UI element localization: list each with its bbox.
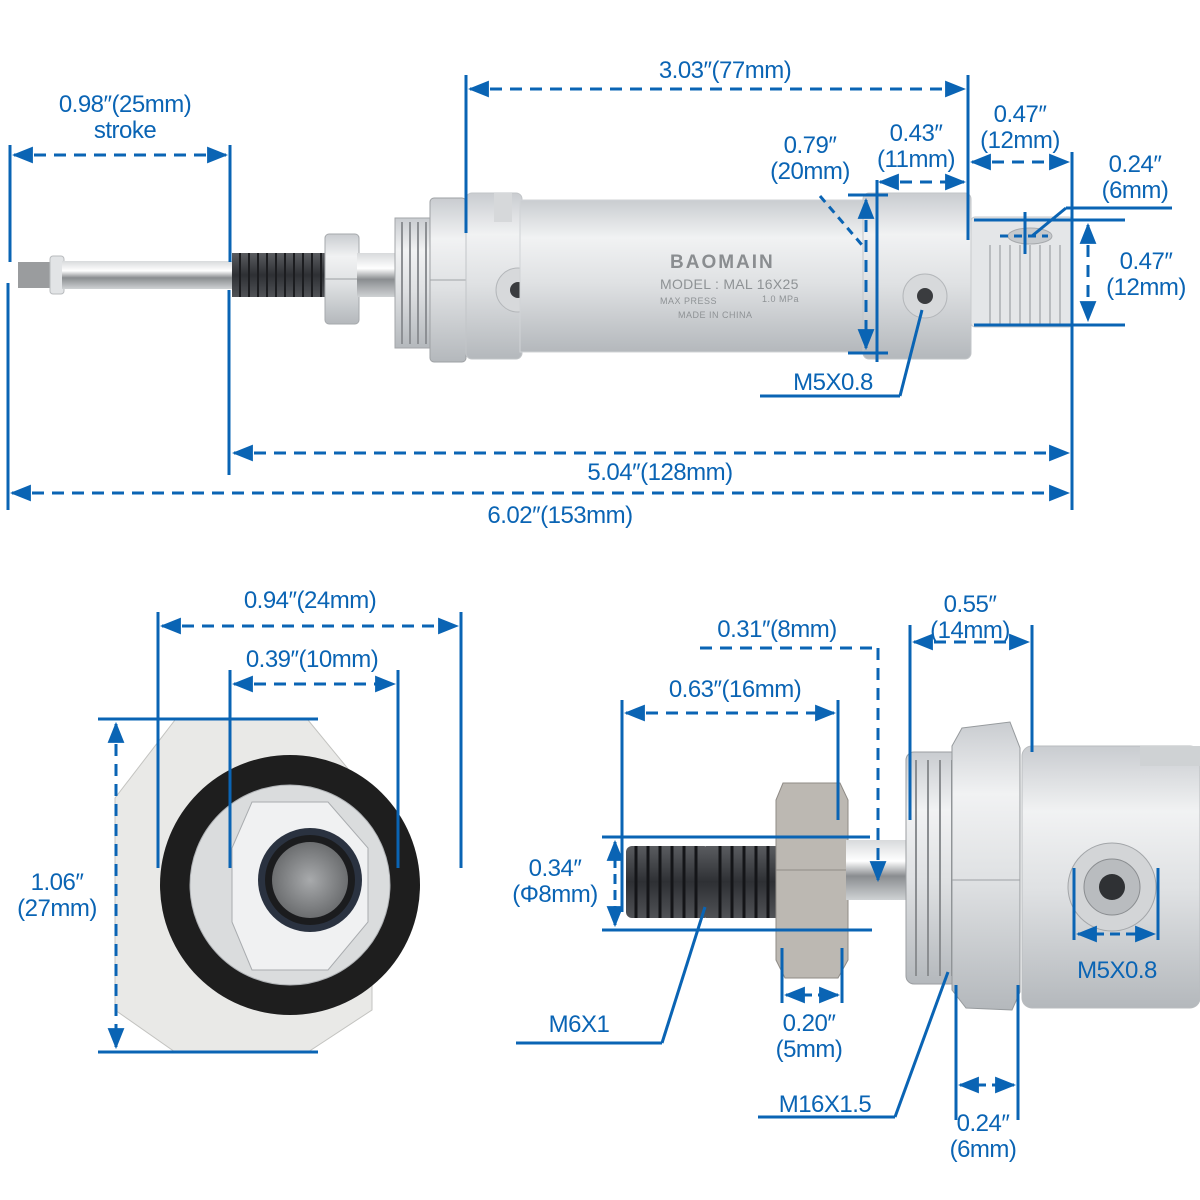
end-inner-label: 0.39″(10mm) xyxy=(222,647,402,673)
rod-thread-spec: M6X1 xyxy=(548,1011,610,1038)
mount-thread-spec: M16X1.5 xyxy=(778,1091,872,1118)
piston-rod xyxy=(62,261,234,289)
max-press-label: MAX PRESS xyxy=(660,296,718,306)
extended-length-label: 6.02″(153mm) xyxy=(460,503,660,529)
rear-thread-diameter-inch: 0.47″ xyxy=(1119,248,1173,275)
origin-marking: MADE IN CHINA xyxy=(678,310,753,320)
rear-hole-mm: (6mm) xyxy=(1101,177,1169,204)
body-diameter-mm: (20mm) xyxy=(770,158,850,185)
stroke-dimension-label: 0.98″(25mm) stroke xyxy=(40,92,210,144)
end-view-dimensions xyxy=(98,612,463,1054)
end-width-label: 0.94″(24mm) xyxy=(215,588,405,614)
jam-nut-thickness-inch: 0.20″ xyxy=(782,1010,836,1037)
jam-nut-thickness-label: 0.20″ (5mm) xyxy=(764,1011,854,1063)
mount-nut-thickness-inch: 0.24″ xyxy=(956,1110,1010,1137)
extended-length-value: 6.02″(153mm) xyxy=(487,502,633,529)
mount-thread xyxy=(394,217,434,349)
rear-thread-length-inch: 0.47″ xyxy=(993,101,1047,128)
side-view-cylinder xyxy=(18,192,1074,363)
rear-thread-length-mm: (12mm) xyxy=(980,127,1060,154)
end-view xyxy=(114,719,420,1053)
rod-diameter-label: 0.34″ (Φ8mm) xyxy=(500,856,610,908)
rod-thread-length-label: 0.63″(16mm) xyxy=(640,677,830,703)
end-view-rod-face xyxy=(272,842,348,918)
stroke-value: 0.98″(25mm) xyxy=(58,91,192,118)
mount-nut-thickness-mm: (6mm) xyxy=(949,1136,1017,1163)
body-diameter-inch: 0.79″ xyxy=(783,132,837,159)
detail-port-hole-icon xyxy=(1099,874,1125,900)
end-inner-value: 0.39″(10mm) xyxy=(245,646,379,673)
detail-view-dimensions xyxy=(516,625,1160,1120)
rod-diameter-inch: 0.34″ xyxy=(528,855,582,882)
mount-nut-thickness-label: 0.24″ (6mm) xyxy=(938,1111,1028,1163)
retracted-length-value: 5.04″(128mm) xyxy=(587,459,733,486)
stroke-caption: stroke xyxy=(93,117,157,144)
rear-hole-inch: 0.24″ xyxy=(1108,151,1162,178)
front-port-label: M5X0.8 xyxy=(1062,958,1172,984)
retracted-length-label: 5.04″(128mm) xyxy=(560,460,760,486)
end-cap-length-inch: 0.43″ xyxy=(889,120,943,147)
rod-to-nut-label: 0.31″(8mm) xyxy=(692,617,862,643)
mount-thread-length-inch: 0.55″ xyxy=(943,591,997,618)
end-cap-length-mm: (11mm) xyxy=(877,146,955,173)
cylinder-barrel xyxy=(519,199,866,353)
side-view-dimensions xyxy=(6,75,1172,510)
mount-thread-label: M16X1.5 xyxy=(760,1092,890,1118)
rod-thread-length-value: 0.63″(16mm) xyxy=(668,676,802,703)
rear-hole-label: 0.24″ (6mm) xyxy=(1090,152,1180,204)
mount-thread-length-mm: (14mm) xyxy=(930,617,1010,644)
rear-thread-diameter-label: 0.47″ (12mm) xyxy=(1096,249,1196,301)
end-cap-length-label: 0.43″ (11mm) xyxy=(868,121,964,173)
end-height-inch: 1.06″ xyxy=(30,869,84,896)
mount-thread-length-label: 0.55″ (14mm) xyxy=(920,592,1020,644)
rear-thread-diameter-mm: (12mm) xyxy=(1106,274,1186,301)
brand-logo: BAOMAIN xyxy=(670,252,775,273)
front-port-thread: M5X0.8 xyxy=(1077,957,1157,984)
body-length-value: 3.03″(77mm) xyxy=(658,57,792,84)
rear-thread-length-label: 0.47″ (12mm) xyxy=(972,102,1068,154)
end-width-value: 0.94″(24mm) xyxy=(243,587,377,614)
rear-port-thread: M5X0.8 xyxy=(793,369,873,396)
end-height-label: 1.06″ (27mm) xyxy=(5,870,109,922)
rod-thread-label: M6X1 xyxy=(534,1012,624,1038)
max-press-value: 1.0 MPa xyxy=(762,294,800,304)
rear-port-icon xyxy=(917,288,933,304)
rear-port-label: M5X0.8 xyxy=(778,370,888,396)
end-height-mm: (27mm) xyxy=(17,895,97,922)
detail-mount-nut xyxy=(951,721,1021,1011)
jam-nut-thickness-mm: (5mm) xyxy=(775,1036,843,1063)
body-diameter-label: 0.79″ (20mm) xyxy=(762,133,858,185)
body-length-label: 3.03″(77mm) xyxy=(630,58,820,84)
model-marking: MODEL : MAL 16X25 xyxy=(660,276,799,292)
rod-to-nut-value: 0.31″(8mm) xyxy=(717,616,837,643)
rod-diameter-mm: (Φ8mm) xyxy=(512,881,598,908)
